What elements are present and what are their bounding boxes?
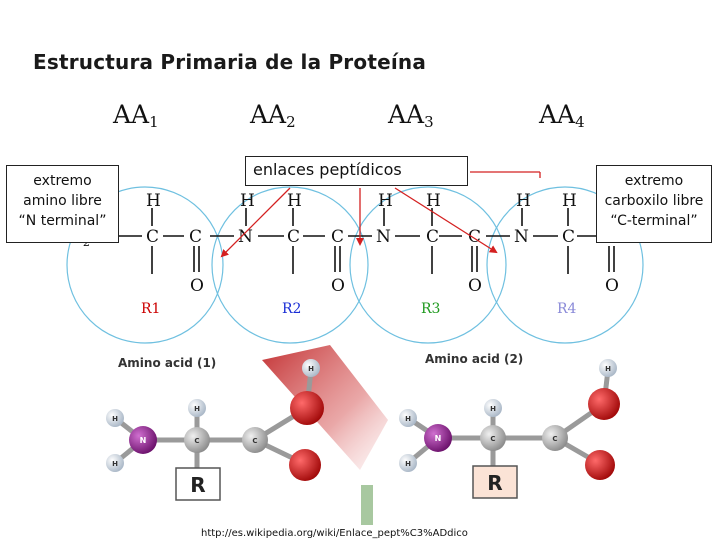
aa-3-circle [349, 186, 507, 344]
peptide-bond-arrows [220, 171, 541, 258]
r-group-1: R1 [141, 301, 160, 317]
right-model-caption: Amino acid (2) [425, 352, 523, 366]
atom-c: C [426, 227, 439, 247]
ball-stick-model: Amino acid (1) Amino acid (2) [106, 345, 620, 525]
atom-h: H [562, 191, 577, 211]
aa-4-circle [486, 186, 644, 344]
h-atom-ball: H [405, 415, 411, 423]
aa-2-label: AA2 [250, 100, 296, 131]
scale-bar [361, 485, 373, 525]
c-atom-ball: C [252, 437, 257, 445]
h-atom-ball: H [605, 365, 611, 373]
aa-2-circle [211, 186, 369, 344]
r-group-2: R2 [282, 301, 301, 317]
peptide-bond-highlight [262, 345, 388, 470]
atom-c: C [287, 227, 300, 247]
source-credit: http://es.wikipedia.org/wiki/Enlace_pept… [201, 528, 468, 539]
atom-n: N [238, 227, 253, 247]
atom-o: O [605, 276, 619, 296]
c-terminal-label: extremo carboxilo libre “C-terminal” [596, 165, 712, 243]
r-group-block: R [190, 473, 205, 497]
atom-c: C [331, 227, 344, 247]
atom-h: H [378, 191, 393, 211]
r-group-3: R3 [421, 301, 440, 317]
atom-c: C [562, 227, 575, 247]
c-atom-ball: C [552, 435, 557, 443]
atom-h: H [146, 191, 161, 211]
atom-h: H [516, 191, 531, 211]
atom-o: O [190, 276, 204, 296]
aa-3-label: AA3 [388, 100, 434, 131]
h-atom-ball: H [308, 365, 314, 373]
h-atom-ball: H [490, 405, 496, 413]
c-atom-ball: C [194, 437, 199, 445]
atom-o: O [331, 276, 345, 296]
page-title: Estructura Primaria de la Proteína [33, 50, 427, 74]
atom-h: H [287, 191, 302, 211]
n-atom-ball: N [435, 434, 442, 443]
r-group-4: R4 [557, 301, 577, 317]
aa-4-label: AA4 [539, 100, 585, 131]
atom-n: N [376, 227, 391, 247]
n-atom-ball: N [140, 436, 147, 445]
atom-n: N [514, 227, 529, 247]
n-terminal-label: extremo amino libre “N terminal” [6, 165, 119, 243]
peptide-bonds-label: enlaces peptídicos [245, 156, 468, 186]
h-atom-ball: H [112, 460, 118, 468]
atom-c: C [189, 227, 202, 247]
aa-1-label: AA1 [113, 100, 159, 131]
c-atom-ball: C [490, 435, 495, 443]
h-atom-ball: H [194, 405, 200, 413]
atom-c: C [468, 227, 481, 247]
h-atom-ball: H [112, 415, 118, 423]
h-atom-ball: H [405, 460, 411, 468]
aa-1-circle [66, 186, 224, 344]
atom-o: O [468, 276, 482, 296]
r-group-block: R [487, 471, 502, 495]
atom-h: H [426, 191, 441, 211]
atom-h: H [240, 191, 255, 211]
atom-c: C [146, 227, 159, 247]
left-model-caption: Amino acid (1) [118, 356, 216, 370]
